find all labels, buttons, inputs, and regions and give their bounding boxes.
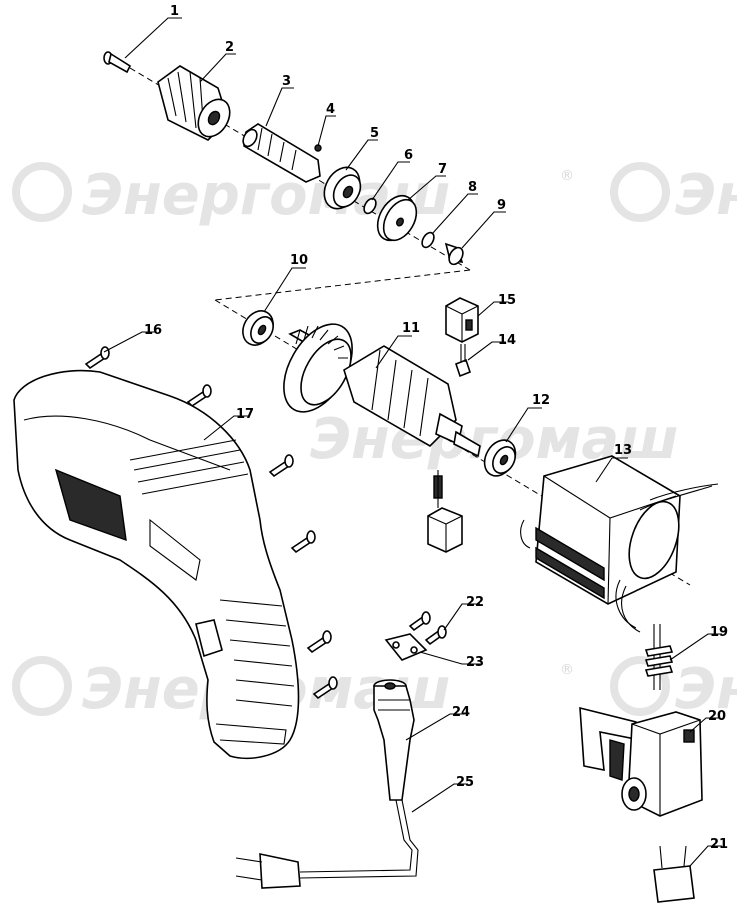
part-14-brush xyxy=(455,344,471,378)
part-6-ring xyxy=(363,197,377,215)
label-23: 23 xyxy=(466,655,484,670)
part-24-cable-sleeve xyxy=(373,679,415,801)
part-15-brush-holder xyxy=(445,297,479,343)
label-3: 3 xyxy=(282,74,291,89)
part-25-power-cord xyxy=(235,799,419,889)
label-12: 12 xyxy=(532,393,550,408)
watermark-logo-icon xyxy=(12,162,670,222)
part-9-bushing xyxy=(444,242,464,266)
part-5-bearing xyxy=(323,166,362,210)
label-9: 9 xyxy=(497,198,506,213)
label-5: 5 xyxy=(370,126,379,141)
part-19-coil xyxy=(644,624,674,690)
watermark-text: Энергомаш xyxy=(675,163,737,228)
part-1-screw xyxy=(103,51,132,74)
label-1: 1 xyxy=(170,4,179,19)
label-13: 13 xyxy=(614,443,632,458)
label-14: 14 xyxy=(498,333,516,348)
label-20: 20 xyxy=(708,709,726,724)
label-8: 8 xyxy=(468,180,477,195)
label-22: 22 xyxy=(466,595,484,610)
watermark-logo-icon xyxy=(12,656,670,716)
label-17: 17 xyxy=(236,407,254,422)
part-10-bearing xyxy=(242,310,274,346)
label-2: 2 xyxy=(225,40,234,55)
part-21-capacitor xyxy=(653,845,695,903)
label-25: 25 xyxy=(456,775,474,790)
part-12-bearing xyxy=(483,439,517,477)
label-6: 6 xyxy=(404,148,413,163)
part-20-switch xyxy=(579,706,703,817)
label-7: 7 xyxy=(438,162,447,177)
label-16: 16 xyxy=(144,323,162,338)
label-24: 24 xyxy=(452,705,470,720)
label-15: 15 xyxy=(498,293,516,308)
brush-holder-lower xyxy=(427,470,463,553)
label-11: 11 xyxy=(402,321,420,336)
part-17-housing xyxy=(13,369,300,760)
label-19: 19 xyxy=(710,625,728,640)
watermark-row-1: Энергомаш Энергомаш ® xyxy=(12,162,737,228)
housing-screws xyxy=(84,346,338,700)
part-2-chuck xyxy=(157,65,231,141)
part-13-stator xyxy=(520,455,719,633)
watermark-registered-mark: ® xyxy=(560,168,574,184)
part-22-screws xyxy=(408,611,447,646)
label-4: 4 xyxy=(326,102,335,117)
part-11-armature xyxy=(283,323,481,458)
label-21: 21 xyxy=(710,837,728,852)
part-23-clamp xyxy=(384,633,428,661)
watermark-registered-mark: ® xyxy=(560,662,574,678)
part-16-screw xyxy=(84,346,110,370)
part-7-washer xyxy=(376,194,418,242)
part-3-spindle xyxy=(242,123,321,183)
part-8-ring xyxy=(421,231,435,249)
part-labels: 1 2 3 4 5 6 7 8 9 10 11 12 13 14 15 16 1 xyxy=(103,4,728,867)
watermark-text: Энергомаш xyxy=(675,657,737,722)
label-10: 10 xyxy=(290,253,308,268)
